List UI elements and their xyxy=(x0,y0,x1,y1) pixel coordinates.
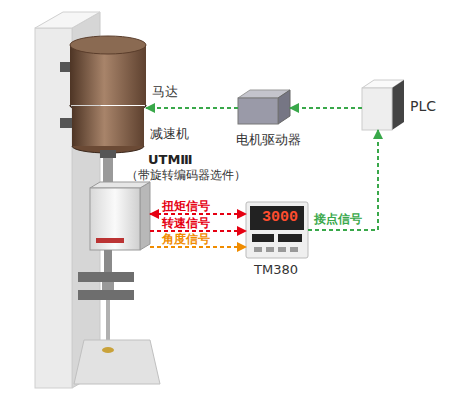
tm380-case xyxy=(246,202,308,258)
reducer: 减速机 xyxy=(72,110,144,150)
tm380-subdisplay xyxy=(252,234,274,242)
screwdriver-bit xyxy=(106,300,110,344)
stand-top xyxy=(35,12,100,28)
shaft xyxy=(103,158,113,184)
driver-front xyxy=(238,98,278,124)
tm380-button xyxy=(278,247,286,252)
signal-line xyxy=(150,213,246,215)
tm380-subdisplay xyxy=(278,234,302,242)
coupling xyxy=(100,150,116,158)
sensor-top xyxy=(90,182,150,188)
mount-bracket xyxy=(60,118,74,128)
clamp-hub xyxy=(102,282,114,290)
signal-label: 转速信号 xyxy=(162,216,210,230)
signal-line xyxy=(308,130,378,230)
tm380-display xyxy=(250,206,304,230)
part-label: PLC xyxy=(410,98,436,115)
sensor-body xyxy=(90,188,140,250)
signal-line xyxy=(150,230,246,232)
signal-label: 接点信号 xyxy=(314,212,362,226)
shaft xyxy=(104,250,112,272)
signal-label: 角度信号 xyxy=(162,232,210,246)
plc: PLC xyxy=(362,80,404,130)
signal-line xyxy=(146,107,238,109)
torque-sensor: UTMⅢ（带旋转编码器选件） xyxy=(90,182,150,250)
driver-side xyxy=(278,90,290,124)
tm380-button xyxy=(290,247,298,252)
plc-front xyxy=(362,88,392,130)
motor: 马达 xyxy=(70,36,146,110)
tm380-button xyxy=(266,247,274,252)
signal-line xyxy=(150,246,246,248)
reducer-body xyxy=(72,106,144,146)
sensor-side xyxy=(140,182,150,250)
clamp xyxy=(78,272,134,282)
display-readout: 3000 xyxy=(262,209,298,227)
sensor-plate xyxy=(96,238,124,243)
part-label: 马达 xyxy=(152,84,178,100)
base-plate xyxy=(74,340,160,384)
part-note: （带旋转编码器选件） xyxy=(126,168,246,182)
signal-label: 扭矩信号 xyxy=(162,199,210,213)
part-label: UTMⅢ xyxy=(148,152,193,168)
plc-side xyxy=(392,80,404,130)
clamp xyxy=(78,290,134,300)
signal-line xyxy=(290,107,362,109)
part-label: TM380 xyxy=(254,262,298,278)
screw xyxy=(102,347,114,353)
tm380-button xyxy=(254,247,262,252)
part-label: 减速机 xyxy=(150,126,189,142)
part-label: 电机驱动器 xyxy=(236,132,301,148)
motor-top xyxy=(70,36,146,54)
stand-front xyxy=(35,28,72,388)
motor-driver: 电机驱动器 xyxy=(238,90,290,126)
